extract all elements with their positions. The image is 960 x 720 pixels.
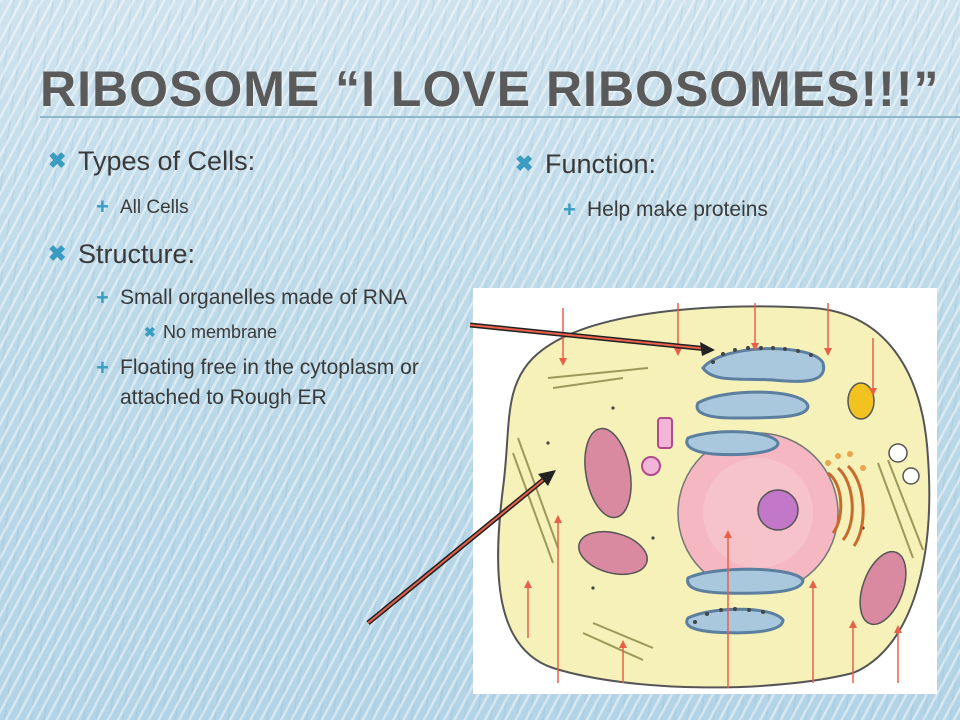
plus-bullet-icon: + — [563, 197, 576, 222]
structure-label: Structure: — [78, 239, 196, 269]
right-column: ✖ Function: + Help make proteins — [515, 145, 935, 225]
floating-text: Floating free in the cytoplasm or attach… — [120, 356, 419, 409]
left-column: ✖ Types of Cells: + All Cells ✖ Structur… — [48, 140, 458, 413]
types-of-cells-value-item: + All Cells — [48, 192, 458, 223]
types-of-cells-label: Types of Cells: — [78, 146, 256, 176]
mitochondria — [578, 427, 907, 626]
structure-item: ✖ Structure: — [48, 235, 458, 273]
types-of-cells-value: All Cells — [120, 197, 189, 218]
function-item: ✖ Function: — [515, 145, 935, 183]
golgi-apparatus — [827, 464, 865, 547]
cytoskeleton — [512, 367, 924, 661]
structure-detail-text: Small organelles made of RNA — [120, 286, 408, 309]
x-bullet-icon: ✖ — [48, 148, 67, 173]
vesicles — [825, 451, 866, 471]
lysosome — [847, 382, 875, 420]
structure-detail-item: + Small organelles made of RNA — [48, 283, 458, 313]
plus-bullet-icon: + — [96, 194, 109, 219]
rough-er — [685, 347, 826, 635]
centrioles — [641, 417, 673, 476]
nucleolus — [757, 489, 799, 531]
slide-title: Ribosome “I love ribosomes!!!” — [40, 61, 940, 117]
ribosome-dots — [546, 346, 895, 624]
plus-bullet-icon: + — [96, 285, 109, 310]
no-membrane-text: No membrane — [163, 322, 278, 342]
vacuole — [888, 443, 908, 463]
x-bullet-icon: ✖ — [515, 151, 534, 176]
title-underline — [40, 116, 960, 118]
no-membrane-item: ✖ No membrane — [48, 319, 458, 345]
floating-item: + Floating free in the cytoplasm or atta… — [48, 353, 458, 413]
function-label: Function: — [545, 149, 657, 179]
function-value-item: + Help make proteins — [515, 195, 935, 225]
function-value: Help make proteins — [587, 198, 768, 221]
plus-bullet-icon: + — [96, 355, 109, 380]
types-of-cells-item: ✖ Types of Cells: — [48, 142, 458, 180]
small-x-bullet-icon: ✖ — [144, 324, 156, 340]
x-bullet-icon: ✖ — [48, 241, 67, 266]
animal-cell-diagram — [473, 288, 937, 694]
vacuole — [902, 467, 920, 485]
cell-illustration — [497, 303, 931, 689]
